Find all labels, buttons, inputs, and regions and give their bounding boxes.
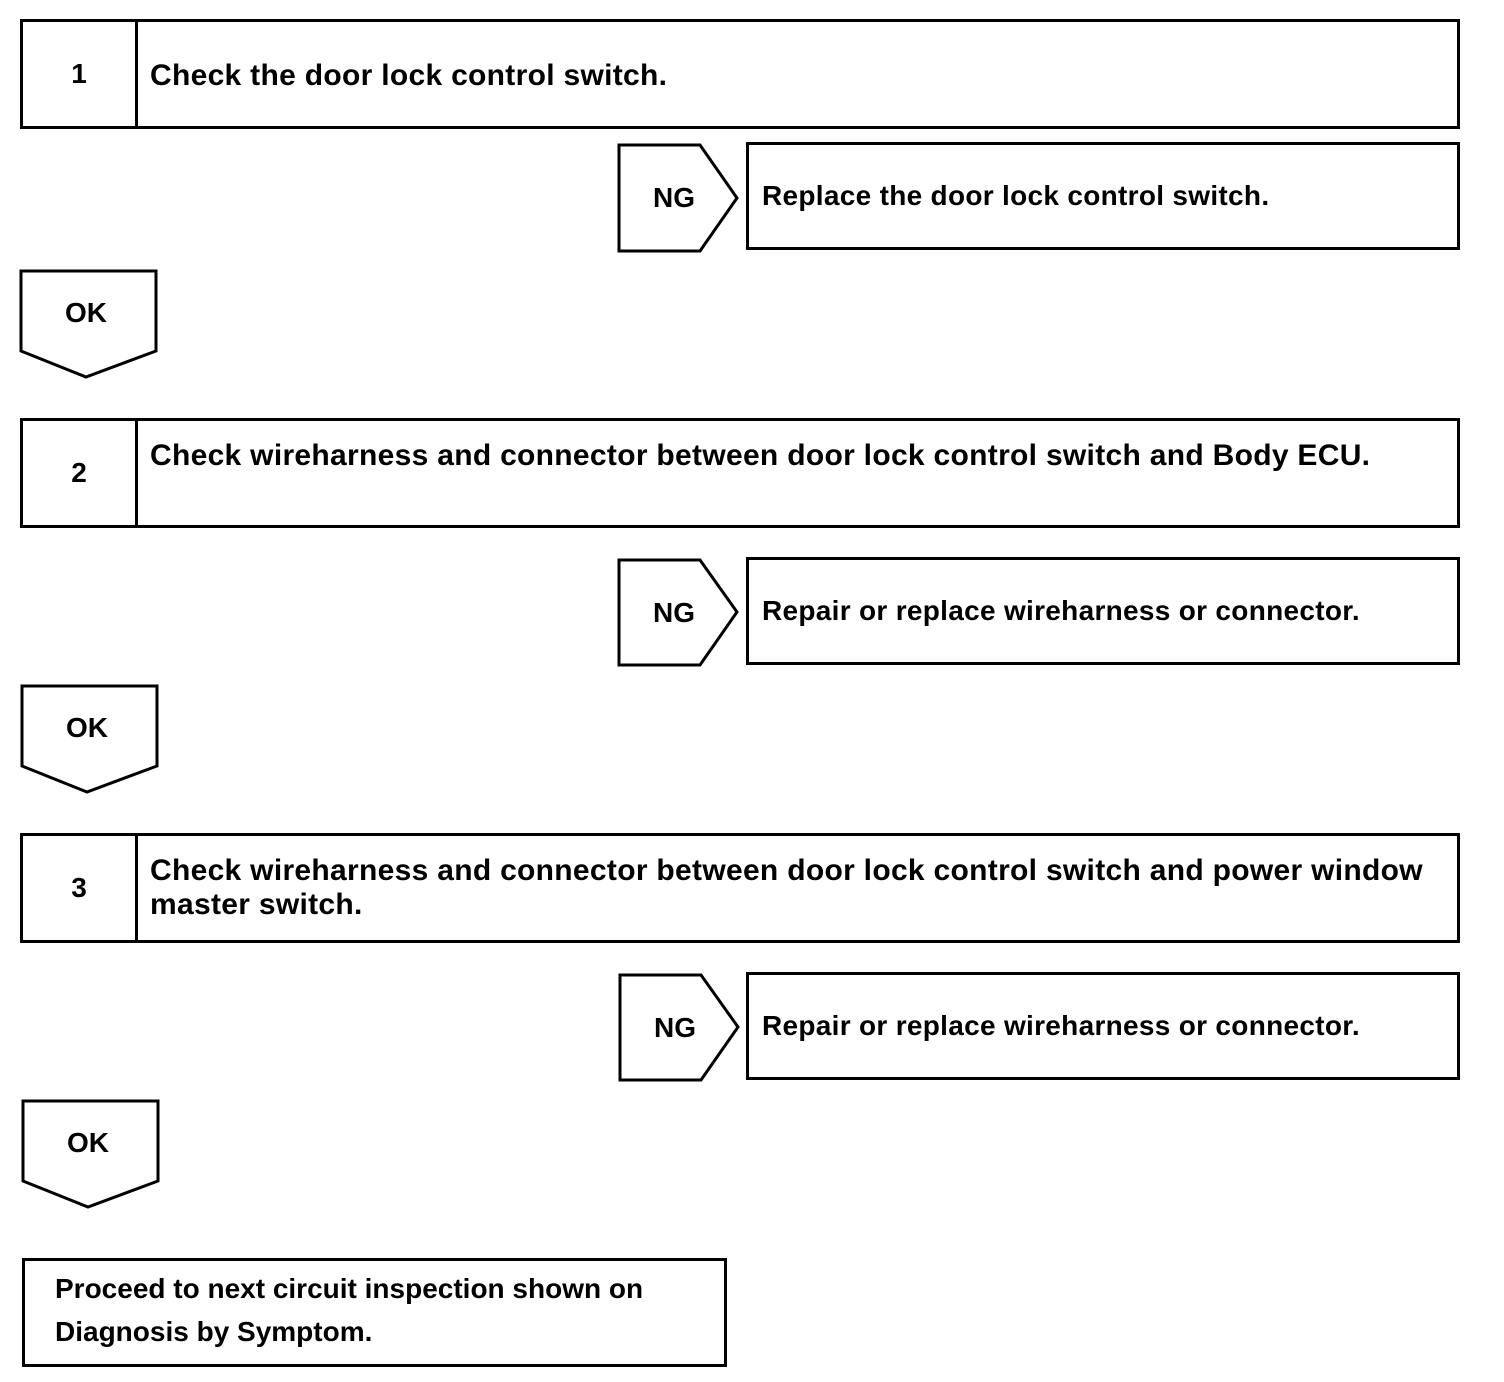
step-number-1: 1 (23, 22, 138, 126)
ng-action-box-2: Repair or replace wireharness or connect… (746, 557, 1460, 665)
step-number-3: 3 (23, 836, 138, 940)
ng-label-2: NG (653, 597, 695, 628)
ng-label-1: NG (653, 182, 695, 213)
ng-pointer-3: NG (618, 973, 740, 1082)
ok-pointer-1: OK (19, 269, 158, 379)
ng-action-box-1: Replace the door lock control switch. (746, 142, 1460, 250)
step-number-2: 2 (23, 421, 138, 525)
ng-pointer-2: NG (617, 558, 739, 667)
ng-action-box-3: Repair or replace wireharness or connect… (746, 972, 1460, 1080)
step-text-3: Check wireharness and connector between … (150, 854, 1423, 921)
ng-label-3: NG (654, 1012, 696, 1043)
ng-action-text-1: Replace the door lock control switch. (762, 180, 1270, 211)
ok-pointer-2: OK (20, 684, 159, 794)
step-text-1: Check the door lock control switch. (150, 59, 668, 92)
step-box-1: 1 Check the door lock control switch. (20, 19, 1460, 129)
ng-pointer-1: NG (617, 143, 739, 253)
step-box-2: 2 Check wireharness and connector betwee… (20, 418, 1460, 528)
final-box: Proceed to next circuit inspection shown… (22, 1258, 727, 1367)
ok-label-1: OK (65, 297, 107, 328)
ng-action-text-2: Repair or replace wireharness or connect… (762, 595, 1361, 626)
ok-label-2: OK (66, 712, 108, 743)
ok-label-3: OK (67, 1127, 109, 1158)
ng-action-text-3: Repair or replace wireharness or connect… (762, 1010, 1361, 1041)
step-box-3: 3 Check wireharness and connector betwee… (20, 833, 1460, 943)
ok-pointer-3: OK (21, 1099, 160, 1209)
final-text: Proceed to next circuit inspection shown… (55, 1273, 644, 1347)
step-text-2: Check wireharness and connector between … (150, 439, 1371, 472)
